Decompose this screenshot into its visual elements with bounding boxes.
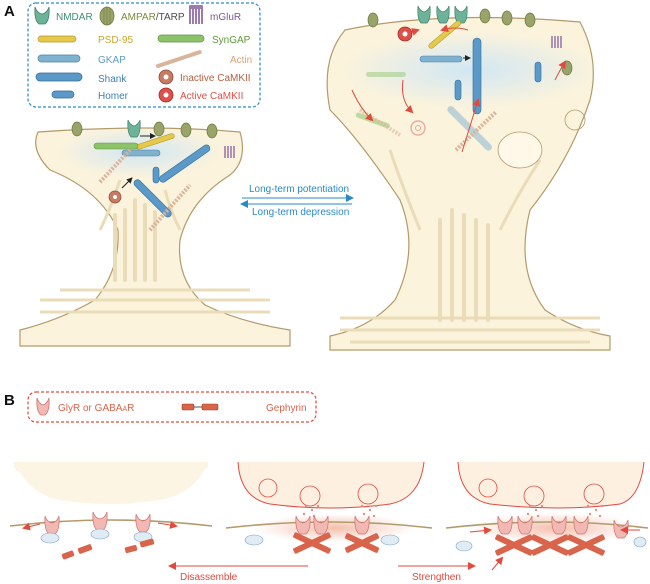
large-spine	[326, 5, 611, 351]
active-camkii-icon	[158, 87, 174, 103]
mglur-icon	[189, 5, 203, 24]
gkap-icon	[37, 54, 81, 63]
panel-a-letter: A	[4, 3, 15, 20]
ltd-label: Long-term depression	[252, 207, 349, 218]
large-gkap	[419, 55, 463, 63]
legend-b: GlyR or GABAAR Gephyrin	[27, 391, 317, 423]
large-homer-2	[534, 61, 542, 83]
large-spine-nmdar	[417, 5, 468, 24]
legend-receptor: GlyR or GABAAR	[58, 403, 134, 414]
s3-vesicle-release	[526, 504, 604, 518]
nmdar-icon	[34, 6, 50, 25]
ltp-ltd-arrows: Long-term potentiation Long-term depress…	[240, 184, 354, 218]
ampar-icon	[99, 6, 115, 26]
ltp-label: Long-term potentiation	[249, 184, 349, 195]
large-active-camkii	[397, 26, 413, 42]
small-inactive-camkii	[108, 190, 122, 204]
homer-icon	[51, 90, 75, 99]
large-spine-mglur	[551, 36, 562, 48]
large-shank	[472, 37, 482, 115]
receptor-icon	[36, 397, 50, 416]
legend-syngap: SynGAP	[212, 35, 251, 46]
disassemble-arrow: Disassemble	[168, 562, 308, 583]
s3-gephyrin	[495, 534, 605, 556]
s2-gephyrin	[293, 532, 380, 554]
strengthen-label: Strengthen	[412, 572, 461, 583]
legend-nmdar: NMDAR	[56, 12, 93, 23]
small-spine-nmdar	[127, 119, 141, 138]
syngap-icon	[157, 34, 205, 43]
synapse-1	[9, 462, 213, 560]
small-shank-1	[159, 144, 211, 183]
legend-psd95: PSD-95	[98, 35, 133, 46]
legend-gephyrin: Gephyrin	[266, 403, 307, 414]
shank-icon	[35, 72, 83, 82]
small-homer	[152, 166, 160, 184]
legend-mglur: mGluR	[210, 12, 241, 23]
small-shank-2	[133, 179, 172, 218]
actin-icon	[156, 50, 202, 68]
inactive-camkii-icon	[158, 69, 174, 85]
legend-inactive-camkii: Inactive CaMKII	[180, 73, 251, 84]
legend-active-camkii: Active CaMKII	[180, 91, 243, 102]
large-spine-ampar	[367, 8, 573, 76]
legend-actin: Actin	[230, 55, 252, 66]
synapse-2	[225, 461, 433, 554]
large-faded-syngap	[366, 72, 406, 77]
legend-shank: Shank	[98, 74, 127, 85]
s2-receptors	[244, 515, 400, 546]
legend-a: NMDAR AMPAR/TARP mGluR PSD-95 SynGAP GKA…	[27, 2, 261, 108]
gephyrin-icon	[181, 403, 219, 411]
s1-gephyrin	[61, 538, 155, 560]
large-homer-1	[454, 79, 462, 101]
small-spine-mglur	[224, 146, 235, 158]
small-gkap	[121, 149, 161, 157]
psd95-icon	[37, 35, 77, 43]
large-faded-camkii	[410, 120, 426, 136]
disassemble-label: Disassemble	[180, 572, 238, 583]
small-syngap	[93, 142, 139, 150]
strengthen-arrow: Strengthen	[398, 562, 476, 583]
synapse-3	[445, 461, 649, 571]
legend-homer: Homer	[98, 91, 129, 102]
legend-ampar: AMPAR/TARP	[121, 12, 185, 23]
panel-b-letter: B	[4, 392, 15, 409]
small-spine-ampar	[71, 121, 218, 139]
s1-receptors	[40, 511, 153, 544]
legend-gkap: GKAP	[98, 55, 126, 66]
small-spine	[19, 119, 291, 347]
